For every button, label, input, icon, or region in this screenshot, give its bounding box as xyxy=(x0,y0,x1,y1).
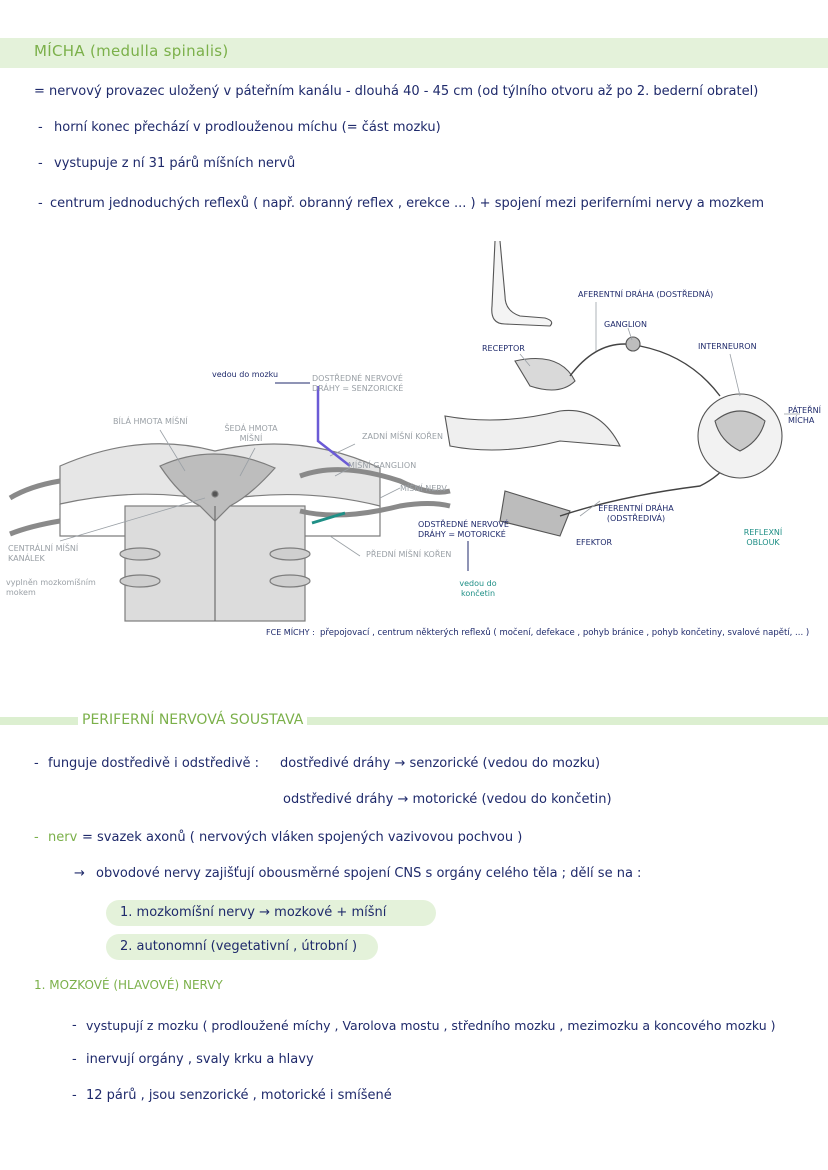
bullet-dash: - xyxy=(34,756,39,771)
text-line: funguje dostředivě i odstředivě : xyxy=(48,756,260,771)
label-zadni-koren: ZADNÍ MÍŠNÍ KOŘEN xyxy=(362,432,443,441)
nerv-term: nerv xyxy=(48,830,78,845)
text-line: 12 párů , jsou senzorické , motorické i … xyxy=(86,1088,392,1103)
text-line: vystupuje z ní 31 párů míšních nervů xyxy=(54,156,296,171)
pointer-lines-right xyxy=(519,302,800,517)
text-line: centrum jednoduchých reflexů ( např. obr… xyxy=(50,196,765,211)
label-efektor: EFEKTOR xyxy=(576,538,613,547)
spinal-cord-figure: vedou do mozku DOSTŘEDNÉ NERVOVÉ DRÁHY =… xyxy=(0,236,828,666)
motor-path-marker xyxy=(311,511,346,525)
bullet-dash: - xyxy=(38,196,43,211)
section-title-periferni: PERIFERNÍ NERVOVÁ SOUSTAVA xyxy=(78,712,308,728)
fce-text: přepojovací , centrum některých reflexů … xyxy=(320,628,810,638)
text-line: = svazek axonů ( nervových vláken spojen… xyxy=(82,830,523,845)
label-vedou-do-mozku: vedou do mozku xyxy=(212,370,279,379)
label-vedou-do-koncetin: vedou do končetin xyxy=(459,579,497,598)
section-title-micha: MÍCHA (medulla spinalis) xyxy=(34,42,229,60)
label-predni-koren: PŘEDNÍ MÍŠNÍ KOŘEN xyxy=(366,550,452,559)
label-eferentni-draha: EFERENTNÍ DRÁHA (ODSTŘEDIVÁ) xyxy=(598,504,674,523)
label-vyplnen-mokem: vyplněn mozkomíšním mokem xyxy=(6,578,96,597)
label-reflexni-oblouk: REFLEXNÍ OBLOUK xyxy=(743,528,783,547)
pointer-lines-left xyxy=(59,429,401,557)
text-line: obvodové nervy zajišťují obousměrné spoj… xyxy=(96,866,642,881)
label-interneuron: INTERNEURON xyxy=(698,342,757,351)
bullet-dash: - xyxy=(38,120,43,135)
label-misni-ganglion: MÍŠNÍ GANGLION xyxy=(348,461,417,470)
label-seda-hmota: ŠEDÁ HMOTA MÍŠNÍ xyxy=(224,424,278,443)
fce-prefix: FCE MÍCHY : xyxy=(266,628,315,637)
text-line: = nervový provazec uložený v páteřním ka… xyxy=(34,84,759,99)
title-highlight-band xyxy=(0,38,828,68)
highlight-pill-autonomni: 2. autonomní (vegetativní , útrobní ) xyxy=(106,934,378,960)
highlight-pill-mozkomisni: 1. mozkomíšní nervy → mozkové + míšní xyxy=(106,900,436,926)
bullet-dash: - xyxy=(72,1018,77,1033)
spinal-cord-cross-section xyxy=(8,443,451,622)
text-line: horní konec přechází v prodlouženou mích… xyxy=(54,120,441,135)
sensory-path-marker xyxy=(316,386,351,467)
bullet-dash: - xyxy=(34,830,39,845)
arrow-glyph: → xyxy=(74,866,85,881)
label-centralni-kanalek: CENTRÁLNÍ MÍŠNÍ KANÁLEK xyxy=(8,544,79,563)
text-line: vystupují z mozku ( prodloužené míchy , … xyxy=(86,1018,776,1033)
label-aferentni-draha: AFERENTNÍ DRÁHA (DOSTŘEDNÁ) xyxy=(578,290,714,299)
text-line: odstředivé dráhy → motorické (vedou do k… xyxy=(283,792,612,807)
label-misni-nerv: MÍŠNÍ NERV xyxy=(400,484,447,493)
bullet-dash: - xyxy=(38,156,43,171)
text-line: inervují orgány , svaly krku a hlavy xyxy=(86,1052,314,1067)
label-dostredne-drahy: DOSTŘEDNÉ NERVOVÉ DRÁHY = SENZORICKÉ xyxy=(312,374,404,393)
reflex-arc-illustration xyxy=(444,240,783,537)
label-odstredne-drahy: ODSTŘEDNÉ NERVOVÉ DRÁHY = MOTORICKÉ xyxy=(418,520,509,539)
label-ganglion: GANGLION xyxy=(604,320,647,329)
label-bila-hmota: BÍLÁ HMOTA MÍŠNÍ xyxy=(113,417,188,426)
bullet-dash: - xyxy=(72,1088,77,1103)
spinal-cord-illustration xyxy=(8,240,800,622)
label-paterni-micha: PÁTEŘNÍ MÍCHA xyxy=(788,406,822,425)
section-title-mozkove: 1. MOZKOVÉ (HLAVOVÉ) NERVY xyxy=(34,978,223,992)
section-divider-band xyxy=(0,717,828,725)
bullet-dash: - xyxy=(72,1052,77,1067)
text-line: dostředivé dráhy → senzorické (vedou do … xyxy=(280,756,601,771)
label-receptor: RECEPTOR xyxy=(482,344,525,353)
